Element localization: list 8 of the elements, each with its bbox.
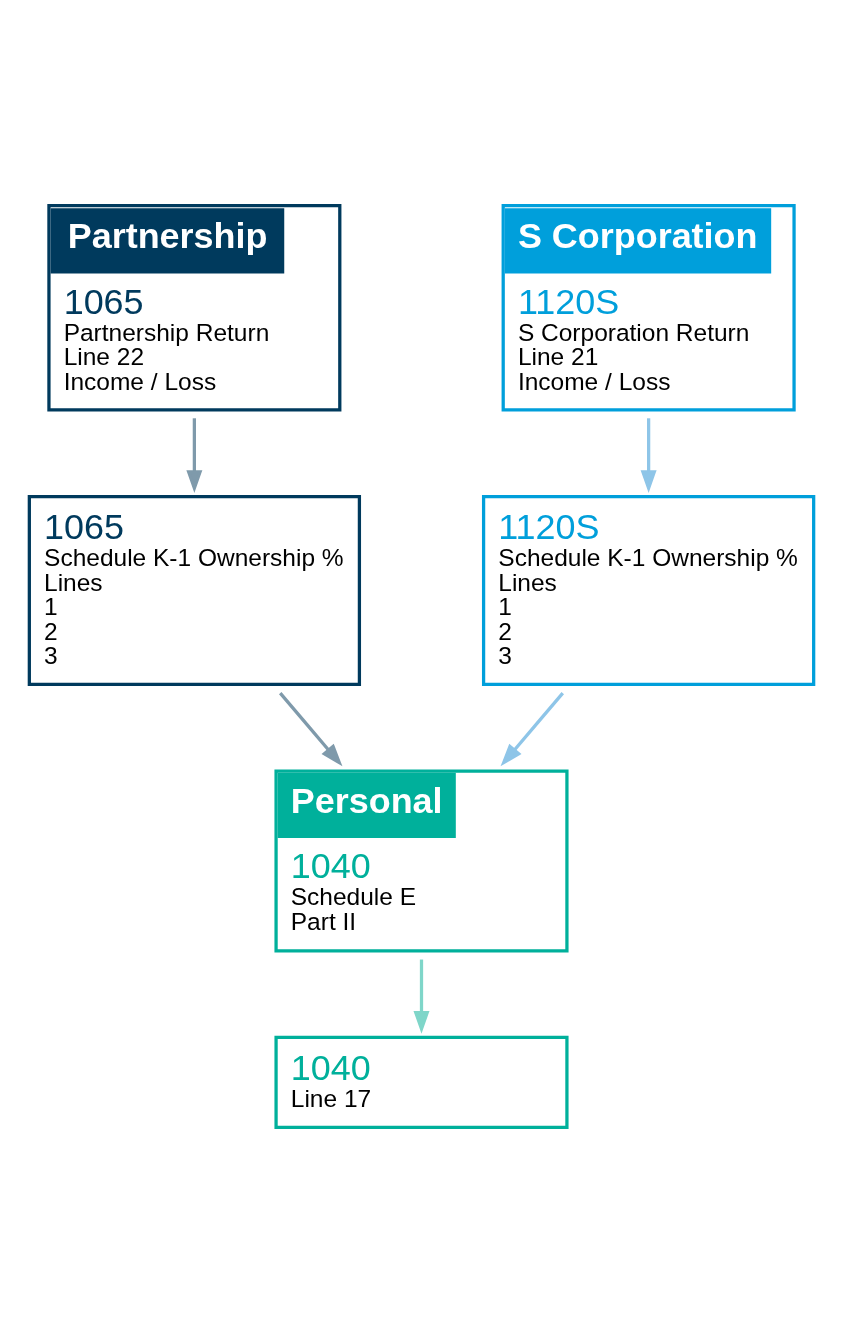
arrow bbox=[413, 959, 430, 1034]
arrow bbox=[279, 692, 343, 767]
node-box: 1120S Schedule K-1 Ownership % Lines 1 2 3 bbox=[481, 494, 816, 687]
node-box: 1040 Line 17 bbox=[274, 1035, 569, 1129]
node-box: 1065 Schedule K-1 Ownership % Lines 1 2 3 bbox=[27, 494, 362, 687]
arrow bbox=[500, 692, 564, 767]
arrow bbox=[186, 418, 203, 494]
arrow bbox=[640, 418, 657, 494]
